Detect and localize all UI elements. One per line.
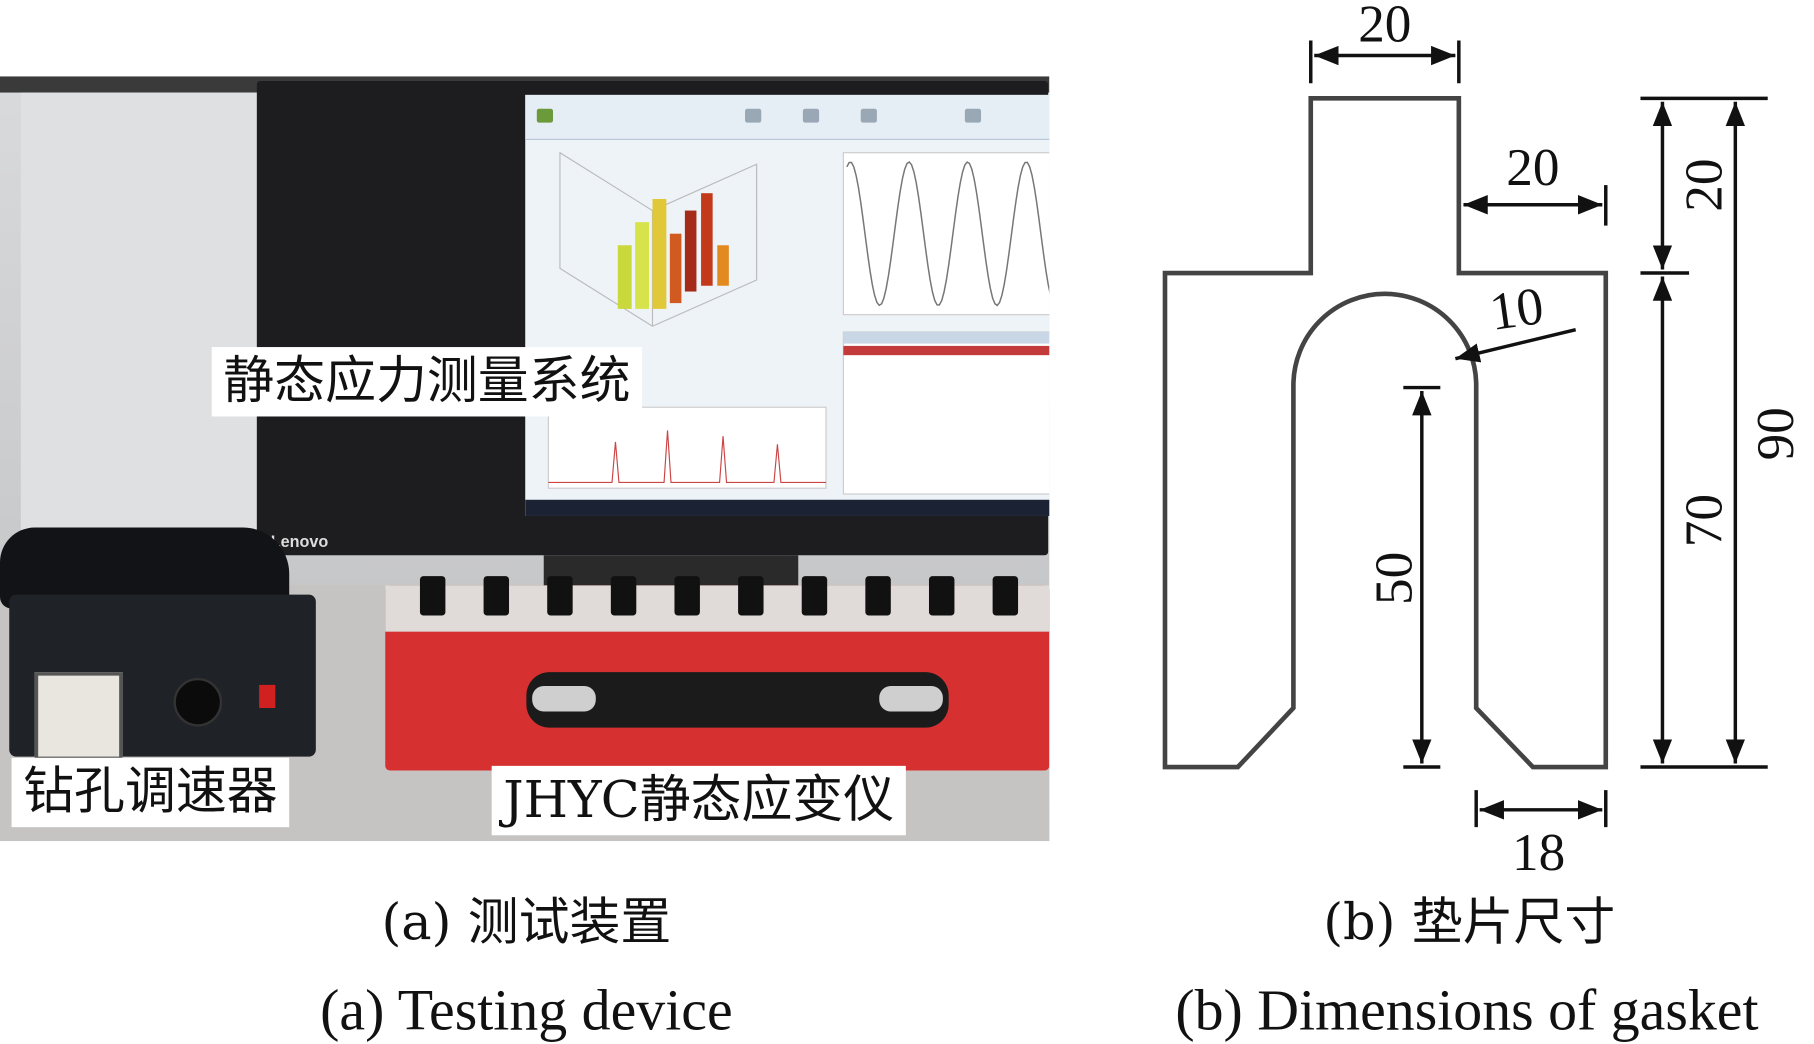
strain-meter-handle	[526, 672, 949, 728]
gasket-outline	[1162, 96, 1609, 770]
speed-knob	[173, 677, 223, 727]
data-table	[842, 331, 1050, 495]
dim-top-height: 20	[1674, 159, 1733, 212]
screen-charts	[547, 151, 1050, 495]
taskbar	[525, 499, 1050, 516]
label-measurement-system: 静态应力测量系统	[211, 347, 643, 417]
monitor: Lenovo	[256, 80, 1050, 556]
dim-leg-width: 18	[1512, 823, 1565, 879]
power-switch	[259, 684, 276, 709]
monitor-screen	[525, 94, 1050, 516]
strain-meter-terminals	[385, 576, 1050, 632]
label-speed-controller: 钻孔调速器	[11, 757, 290, 828]
gasket-diagram: 20 20 20 70 90 50 10 18	[1162, 0, 1805, 879]
caption-b-en: (b) Dimensions of gasket	[1175, 977, 1759, 1043]
caption-a-en: (a) Testing device	[320, 977, 733, 1043]
dim-shoulder-width: 20	[1506, 138, 1559, 197]
testing-device-photo: Lenovo 静态应力测量系统 钻孔调速器 JHYC静态应变仪	[0, 76, 1050, 842]
caption-b-cn: (b) 垫片尺寸	[1323, 893, 1616, 953]
label-strain-meter: JHYC静态应变仪	[491, 765, 906, 836]
sine-chart	[842, 152, 1050, 316]
dim-total-height: 90	[1746, 407, 1805, 460]
software-toolbar	[525, 94, 1050, 140]
wall-panel	[20, 92, 261, 602]
caption-a-cn: (a) 测试装置	[381, 893, 672, 953]
3d-bars	[617, 193, 729, 309]
dim-body-height: 70	[1674, 494, 1733, 547]
dim-arc-radius: 10	[1486, 276, 1547, 342]
spectrum-chart	[547, 406, 827, 489]
radius-leader	[1454, 328, 1577, 363]
top-width-extension	[1309, 40, 1461, 84]
dim-slot-depth: 50	[1364, 552, 1423, 605]
dim-top-width: 20	[1358, 0, 1411, 54]
monitor-logo: Lenovo	[270, 532, 329, 551]
